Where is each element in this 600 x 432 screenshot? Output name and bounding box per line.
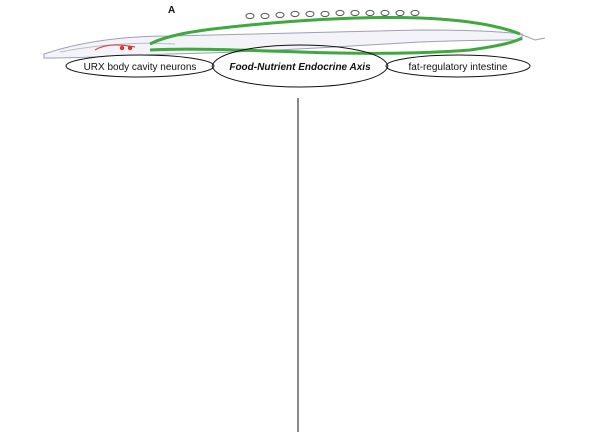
urx-oval-label: URX body cavity neurons bbox=[84, 62, 197, 73]
intestine-oval-label: fat-regulatory intestine bbox=[409, 62, 508, 73]
oocytes bbox=[245, 9, 420, 20]
intestine-oval bbox=[385, 54, 531, 78]
panel-a-letter: A bbox=[168, 5, 175, 16]
axis-top-arc bbox=[211, 44, 389, 67]
axis-center-label: Food-Nutrient Endocrine Axis bbox=[229, 62, 371, 73]
worm-illustration bbox=[43, 9, 546, 59]
urx-oval bbox=[65, 54, 215, 78]
panel-a: A bbox=[43, 5, 546, 88]
axis-bottom-arc bbox=[211, 65, 389, 88]
